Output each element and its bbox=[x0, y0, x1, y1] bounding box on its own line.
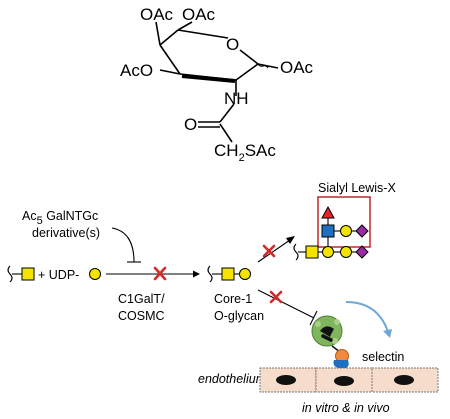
inhibition-x-icon bbox=[269, 290, 283, 304]
nucleus-1 bbox=[276, 375, 296, 385]
oac-top-1-label: OAc bbox=[140, 5, 174, 24]
sialyl-lewis-x-label: Sialyl Lewis-X bbox=[318, 181, 396, 195]
slex-galactose-3-circle-icon bbox=[340, 246, 352, 258]
galnac-square-icon bbox=[21, 267, 35, 281]
endothelium-label: endothelium bbox=[198, 372, 266, 386]
inhibition-x-icon bbox=[262, 244, 276, 258]
product-line2: O-glycan bbox=[214, 309, 264, 323]
enzyme-line1: C1GalT/ bbox=[118, 292, 165, 306]
oac-top-2-label: OAc bbox=[182, 5, 216, 24]
glcnac-square-icon bbox=[321, 224, 335, 238]
protein-backbone-left bbox=[7, 265, 13, 283]
product-line1: Core-1 bbox=[214, 292, 252, 306]
core1-galactose-circle-icon bbox=[239, 268, 251, 280]
udp-galactose-circle-icon bbox=[89, 268, 101, 280]
cell-adhesion-scene: selectin endothelium in vitro & in vivo bbox=[198, 301, 439, 415]
selectin-icon bbox=[331, 345, 349, 368]
sialic-acid-diamond-2-icon bbox=[355, 245, 369, 259]
udp-label: + UDP- bbox=[38, 268, 79, 282]
branch-to-slex bbox=[257, 236, 295, 263]
slex-galactose-2-circle-icon bbox=[340, 225, 352, 237]
nucleus-3 bbox=[394, 375, 414, 385]
fucose-triangle-icon bbox=[321, 205, 335, 219]
substrate-galnac: + UDP- bbox=[7, 265, 101, 283]
inhibition-x-icon bbox=[153, 266, 167, 281]
slex-galactose-circle-icon bbox=[322, 246, 334, 258]
core1-product: Core-1 O-glycan bbox=[207, 265, 264, 323]
svg-text:Ac5 GalNTGc: Ac5 GalNTGc bbox=[22, 209, 98, 227]
slex-highlight-box bbox=[317, 196, 371, 248]
reaction-arrow: C1GalT/ COSMC bbox=[106, 266, 200, 323]
carbonyl-oxygen-label: O bbox=[184, 115, 197, 134]
nucleus-2 bbox=[334, 376, 354, 386]
ring-oxygen-label: O bbox=[226, 35, 239, 54]
flow-arrow-icon bbox=[345, 301, 389, 333]
enzyme-line2: COSMC bbox=[118, 309, 165, 323]
aco-left-label: AcO bbox=[120, 61, 153, 80]
oac-right-label: OAc bbox=[280, 58, 314, 77]
branch-to-selectin bbox=[257, 289, 318, 326]
footer-label: in vitro & in vivo bbox=[302, 401, 390, 415]
leukocyte-icon bbox=[311, 315, 343, 347]
slex-galnac-square-icon bbox=[305, 245, 319, 259]
core1-galnac-square-icon bbox=[221, 267, 235, 281]
ch2sac-label: CH2SAc bbox=[214, 141, 276, 164]
selectin-label: selectin bbox=[362, 350, 404, 364]
sialic-acid-diamond-icon bbox=[355, 224, 369, 238]
nh-label: NH bbox=[224, 89, 249, 108]
inhibitor-line2: derivative(s) bbox=[32, 226, 100, 240]
chemical-structure: OAc OAc O AcO OAc NH O CH2SAc bbox=[120, 5, 314, 164]
inhibitor-label: Ac5 GalNTGc derivative(s) bbox=[22, 209, 141, 263]
sialyl-lewis-x: Sialyl Lewis-X bbox=[293, 181, 396, 261]
